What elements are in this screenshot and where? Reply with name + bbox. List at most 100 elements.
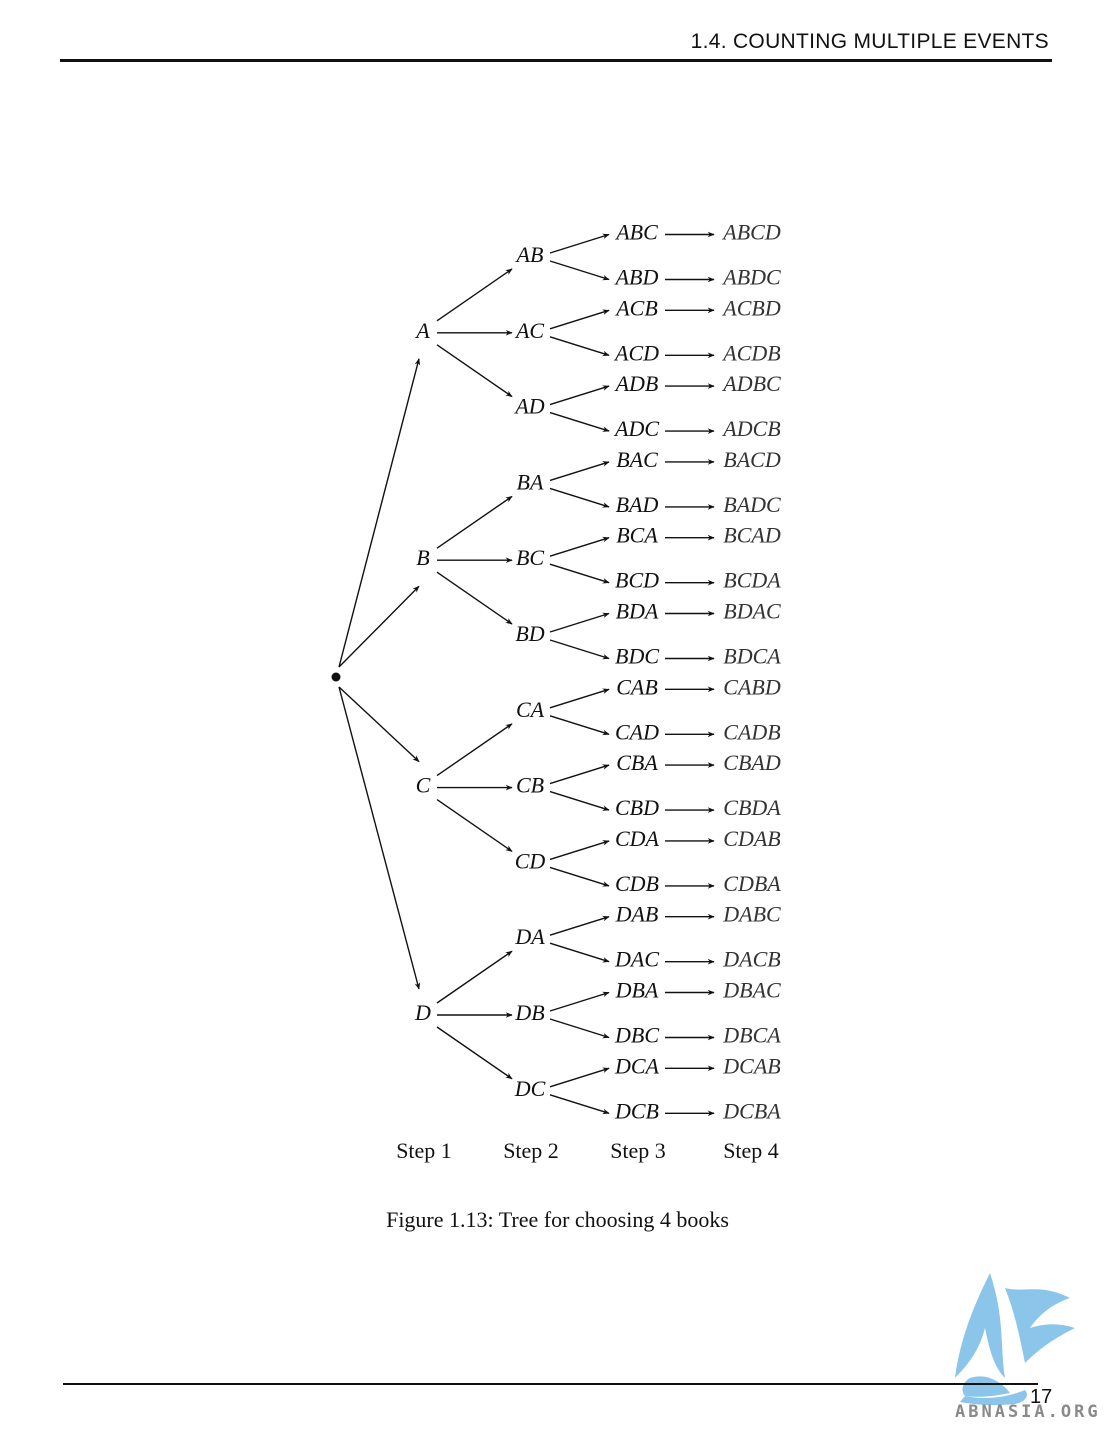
tree-node-level3: BAD (616, 492, 659, 517)
edge-BD-BDC (549, 639, 610, 660)
tree-node-level4: DCAB (722, 1053, 780, 1078)
tree-node-level2: AB (515, 242, 544, 267)
page-number: 17 (1030, 1386, 1053, 1408)
edge-CA-CAB (549, 688, 610, 709)
tree-node-level4: CBDA (723, 795, 781, 820)
tree-node-level4: DABC (722, 902, 781, 927)
tree-node-level1: A (414, 318, 430, 343)
tree-node-level2: BD (515, 621, 544, 646)
tree-node-level3: CBA (616, 750, 658, 775)
tree-node-level4: ADBC (721, 371, 781, 396)
root-node-dot (331, 672, 341, 682)
tree-node-level3: DCA (614, 1053, 660, 1078)
tree-node-level4: ADCB (721, 416, 780, 441)
tree-node-level2: BA (517, 469, 544, 494)
tree-node-level1: B (416, 545, 429, 570)
edge-BC-BCD (549, 563, 610, 584)
edge-DA-DAC (549, 942, 610, 963)
tree-node-level3: CBD (615, 795, 659, 820)
tree-node-level2: CB (516, 773, 544, 798)
tree-node-level1: D (414, 1000, 431, 1025)
tree-node-level1: C (416, 773, 431, 798)
edge-D-DA (436, 950, 513, 1004)
tree-node-level4: DACB (722, 947, 780, 972)
tree-node-level2: AD (513, 394, 544, 419)
tree-node-level2: CA (516, 697, 545, 722)
edge-AD-ADB (549, 385, 610, 406)
edge-root-B (338, 585, 420, 668)
tree-node-level2: DB (514, 1000, 544, 1025)
edge-A-AB (436, 268, 513, 322)
watermark-logo (955, 1273, 1075, 1406)
step-label: Step 4 (723, 1138, 779, 1163)
tree-node-level4: CBAD (723, 750, 781, 775)
edge-root-C (338, 686, 420, 763)
edge-DB-DBA (549, 991, 610, 1012)
tree-node-level4: BCAD (723, 523, 781, 548)
edge-BA-BAD (549, 487, 610, 508)
edge-D-DC (436, 1026, 513, 1080)
tree-node-level3: ABC (614, 220, 658, 245)
header-rule (60, 59, 1052, 62)
tree-node-level3: BDA (616, 599, 659, 624)
step-label: Step 1 (396, 1138, 452, 1163)
tree-node-level4: CABD (723, 674, 781, 699)
tree-node-level2: DC (514, 1076, 546, 1101)
edge-CA-CAD (549, 715, 610, 736)
tree-node-level4: CADB (723, 719, 780, 744)
tree-node-level4: CDBA (723, 871, 781, 896)
tree-node-level3: DAB (615, 902, 659, 927)
edge-AC-ACB (549, 309, 610, 330)
tree-node-level3: CAB (616, 674, 658, 699)
edge-DC-DCB (549, 1094, 610, 1115)
watermark-text: ABNASIA.ORG (955, 1402, 1101, 1422)
tree-node-level2: DA (514, 924, 545, 949)
tree-node-level3: BAC (616, 447, 658, 472)
tree-node-level3: BCA (616, 523, 658, 548)
tree-node-level3: ABD (614, 265, 659, 290)
tree-node-level4: BDCA (723, 644, 781, 669)
edge-root-A (338, 358, 421, 668)
edge-CB-CBD (549, 790, 610, 811)
tree-node-level3: DAC (614, 947, 659, 972)
footer-rule (63, 1383, 1038, 1385)
tree-node-level3: ADC (613, 416, 659, 441)
tree-node-level3: BDC (615, 644, 659, 669)
edge-BA-BAC (549, 461, 610, 482)
edge-AD-ADC (549, 411, 610, 432)
edge-DA-DAB (549, 915, 610, 936)
edge-root-D (338, 686, 421, 990)
edge-C-CA (436, 723, 513, 777)
tree-node-level3: DBC (614, 1023, 659, 1048)
tree-node-level4: BDAC (723, 599, 781, 624)
edge-AB-ABC (549, 233, 610, 254)
step-label: Step 2 (503, 1138, 559, 1163)
tree-node-level3: CDA (615, 826, 660, 851)
tree-node-level4: BCDA (723, 568, 781, 593)
tree-node-level3: CDB (615, 871, 659, 896)
tree-node-level3: ACD (613, 340, 659, 365)
edge-AC-ACD (549, 336, 610, 357)
figure-caption: Figure 1.13: Tree for choosing 4 books (386, 1207, 729, 1232)
edge-DB-DBC (549, 1018, 610, 1039)
edge-CD-CDA (549, 840, 610, 861)
tree-node-level4: BADC (723, 492, 781, 517)
tree-node-level2: AC (514, 318, 544, 343)
edge-CD-CDB (549, 866, 610, 887)
tree-node-level3: ADB (614, 371, 659, 396)
edge-DC-DCA (549, 1067, 610, 1088)
tree-node-level3: ACB (614, 295, 658, 320)
tree-node-level3: CAD (615, 719, 659, 744)
edge-BD-BDA (549, 612, 610, 633)
edge-AB-ABD (549, 260, 610, 281)
edge-B-BD (436, 571, 513, 625)
edge-A-AD (436, 344, 513, 398)
tree-node-level4: DBAC (722, 978, 781, 1003)
tree-node-level4: ABCD (721, 220, 781, 245)
edge-BC-BCA (549, 536, 610, 557)
tree-node-level3: DBA (615, 978, 659, 1003)
tree-node-level3: DCB (614, 1098, 659, 1123)
tree-node-level4: ACBD (721, 295, 781, 320)
tree-node-level4: DBCA (722, 1023, 781, 1048)
